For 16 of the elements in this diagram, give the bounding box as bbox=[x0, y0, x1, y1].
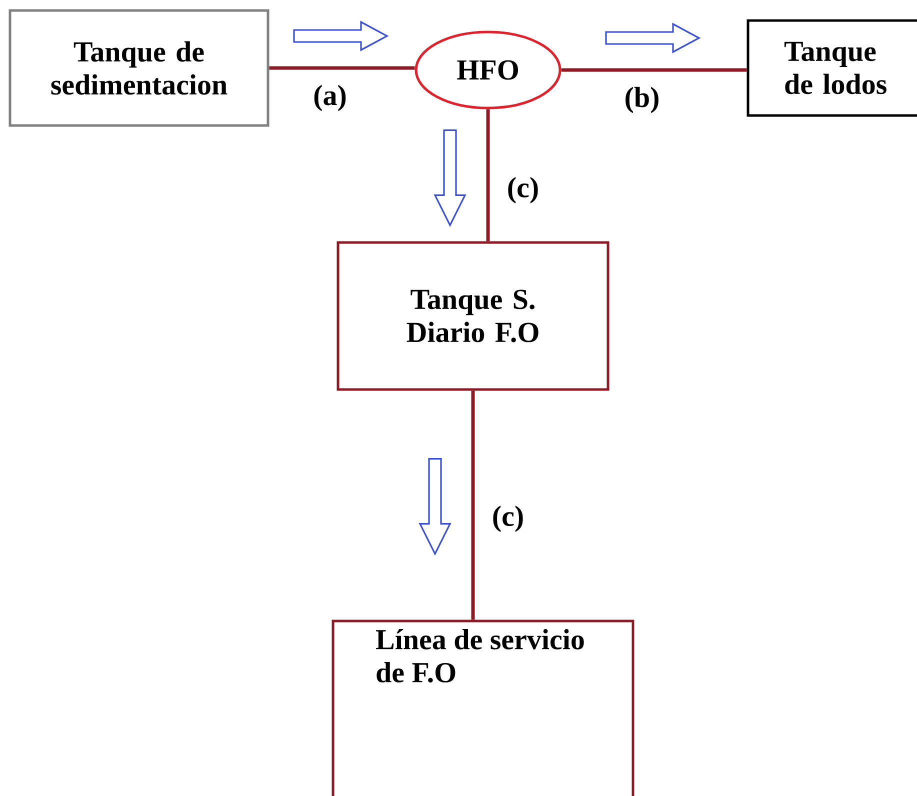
connector-line bbox=[486, 109, 490, 242]
tank-box: Tanque de sedimentacion bbox=[8, 9, 270, 127]
connector-line bbox=[269, 66, 415, 70]
edge-label: (c) bbox=[506, 176, 540, 204]
direction-arrow bbox=[434, 129, 466, 227]
edge-label: (a) bbox=[312, 84, 348, 112]
edge-label: (b) bbox=[623, 86, 661, 114]
tank-box: Tanque de lodos bbox=[746, 19, 917, 117]
service-line-box: Línea de servicio de F.O bbox=[332, 620, 634, 796]
direction-arrow bbox=[418, 458, 452, 556]
connector-line bbox=[561, 68, 747, 72]
edge-label: (c) bbox=[490, 504, 526, 533]
direction-arrow bbox=[293, 20, 389, 52]
direction-arrow bbox=[605, 22, 701, 54]
connector-line bbox=[471, 390, 475, 620]
tank-box: Tanque S. Diario F.O bbox=[336, 241, 610, 391]
